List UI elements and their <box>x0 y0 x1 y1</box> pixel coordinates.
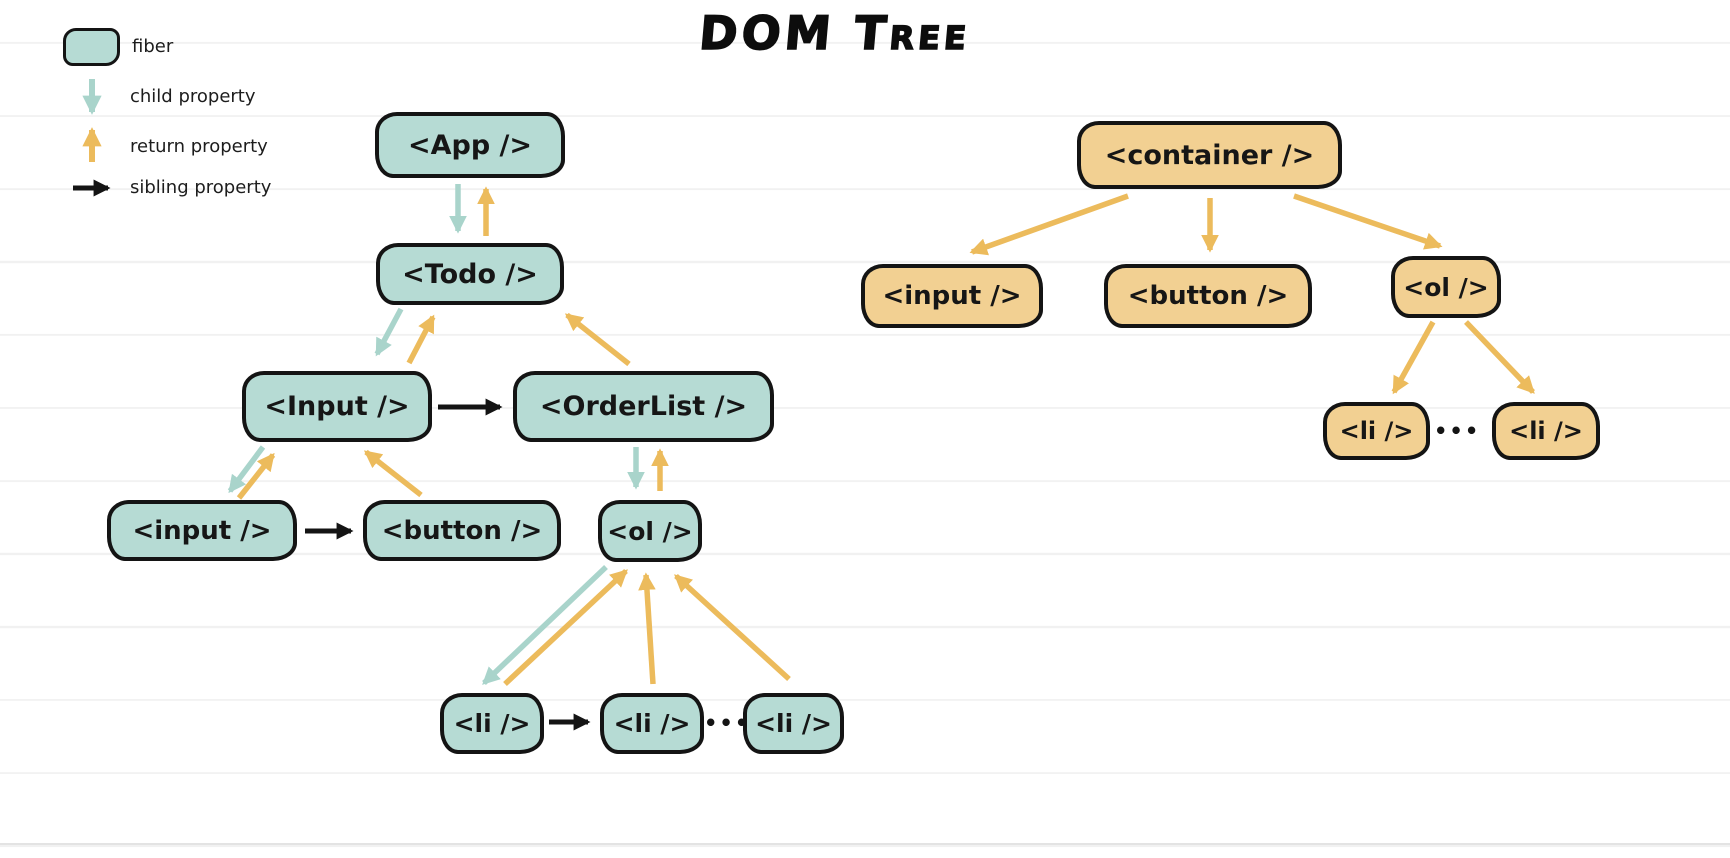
page-title: DOM Tree <box>696 5 973 61</box>
legend-label-fiber: fiber <box>132 36 174 57</box>
fiber-li-ellipsis: ••• <box>704 711 751 735</box>
fiber-node-input-element: <input /> <box>107 500 297 561</box>
fiber-node-li-2: <li /> <box>600 693 704 754</box>
fiber-node-app-label: <App /> <box>407 129 533 161</box>
fiber-node-input-component: <Input /> <box>242 371 432 442</box>
fiber-node-app: <App /> <box>375 112 565 178</box>
edge-container-ol-child <box>1293 193 1443 250</box>
fiber-node-li-3-label: <li /> <box>755 709 832 738</box>
edge-container-input-child <box>969 193 1129 256</box>
edge-li1-ol-return <box>503 568 628 687</box>
dom-node-button-label: <button /> <box>1127 281 1289 311</box>
edge-dom-ol-li1-child <box>1391 320 1436 395</box>
edge-li2-ol-return <box>638 572 656 685</box>
fiber-node-li-3: <li /> <box>743 693 844 754</box>
dom-node-input-label: <input /> <box>882 281 1022 311</box>
dom-node-li-1: <li /> <box>1323 402 1430 460</box>
edge-todo-input-child <box>374 307 404 357</box>
dom-node-li-2-label: <li /> <box>1509 417 1583 445</box>
fiber-node-input-component-label: <Input /> <box>264 391 410 422</box>
fiber-node-button: <button /> <box>363 500 561 561</box>
legend-fiber-node-swatch <box>63 28 120 66</box>
fiber-node-orderlist: <OrderList /> <box>513 371 774 442</box>
fiber-node-input-element-label: <input /> <box>132 515 272 546</box>
edge-inputel-input-return <box>236 452 276 500</box>
fiber-node-ol-label: <ol /> <box>607 516 693 546</box>
dom-li-ellipsis: ••• <box>1434 419 1481 443</box>
dom-node-container: <container /> <box>1077 121 1342 189</box>
bottom-ruled-line <box>0 843 1730 845</box>
edge-orderlist-todo-return <box>564 312 631 367</box>
dom-node-ol-label: <ol /> <box>1403 272 1489 302</box>
edge-li3-ol-return <box>674 573 791 682</box>
edge-button-input-return <box>363 449 423 498</box>
edge-input-inputel-child <box>227 445 266 494</box>
dom-node-button: <button /> <box>1104 264 1312 328</box>
fiber-node-li-1-label: <li /> <box>453 709 531 738</box>
dom-node-container-label: <container /> <box>1104 139 1315 171</box>
fiber-node-ol: <ol /> <box>598 500 702 562</box>
fiber-node-button-label: <button /> <box>381 515 543 546</box>
fiber-node-todo-label: <Todo /> <box>402 258 538 290</box>
dom-node-li-2: <li /> <box>1492 402 1600 460</box>
edge-ol-li1-child <box>482 565 608 685</box>
legend-label-return-property: return property <box>130 136 268 157</box>
legend-label-child-property: child property <box>130 86 256 107</box>
dom-node-li-1-label: <li /> <box>1339 417 1414 445</box>
fiber-node-li-2-label: <li /> <box>613 709 691 738</box>
dom-node-ol: <ol /> <box>1391 256 1501 318</box>
legend-label-sibling-property: sibling property <box>130 177 272 198</box>
edge-dom-ol-li2-child <box>1464 320 1535 394</box>
fiber-node-li-1: <li /> <box>440 693 544 754</box>
dom-node-input: <input /> <box>861 264 1043 328</box>
edge-input-todo-return <box>406 314 436 365</box>
fiber-node-todo: <Todo /> <box>376 243 564 305</box>
fiber-node-orderlist-label: <OrderList /> <box>539 391 748 422</box>
